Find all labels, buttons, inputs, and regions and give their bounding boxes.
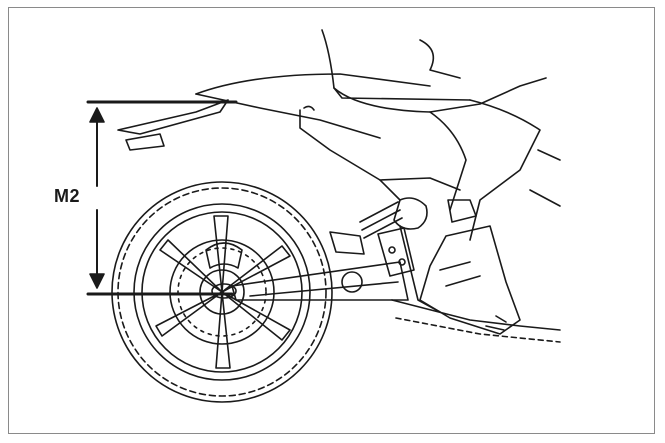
footpeg-bracket xyxy=(377,227,415,277)
brake-caliper xyxy=(205,242,243,269)
measurement-annotation xyxy=(86,100,238,296)
diagram-frame xyxy=(8,7,655,434)
wheel-spokes xyxy=(155,215,291,369)
brake-disc xyxy=(169,239,275,345)
swingarm xyxy=(231,231,409,301)
hub xyxy=(199,269,245,315)
rider-leg xyxy=(321,29,561,335)
brake-disc-holes xyxy=(177,247,267,337)
boot-strap xyxy=(447,199,477,223)
arrowhead-down xyxy=(89,273,105,289)
license-light xyxy=(125,133,165,151)
frame-pivot xyxy=(393,197,428,230)
exhaust-line xyxy=(391,299,561,331)
rim-outer xyxy=(133,203,311,381)
tire-tread xyxy=(117,187,327,397)
tire-outer xyxy=(111,181,333,403)
rear-wheel xyxy=(111,181,333,403)
arrowhead-up xyxy=(89,107,105,123)
rear-frame xyxy=(195,73,461,313)
rear-fender xyxy=(117,99,229,151)
lower-cover xyxy=(395,317,561,343)
rim-inner xyxy=(141,211,303,373)
rider-boot xyxy=(419,225,521,335)
axle xyxy=(211,283,237,299)
measurement-label: M2 xyxy=(54,186,81,206)
